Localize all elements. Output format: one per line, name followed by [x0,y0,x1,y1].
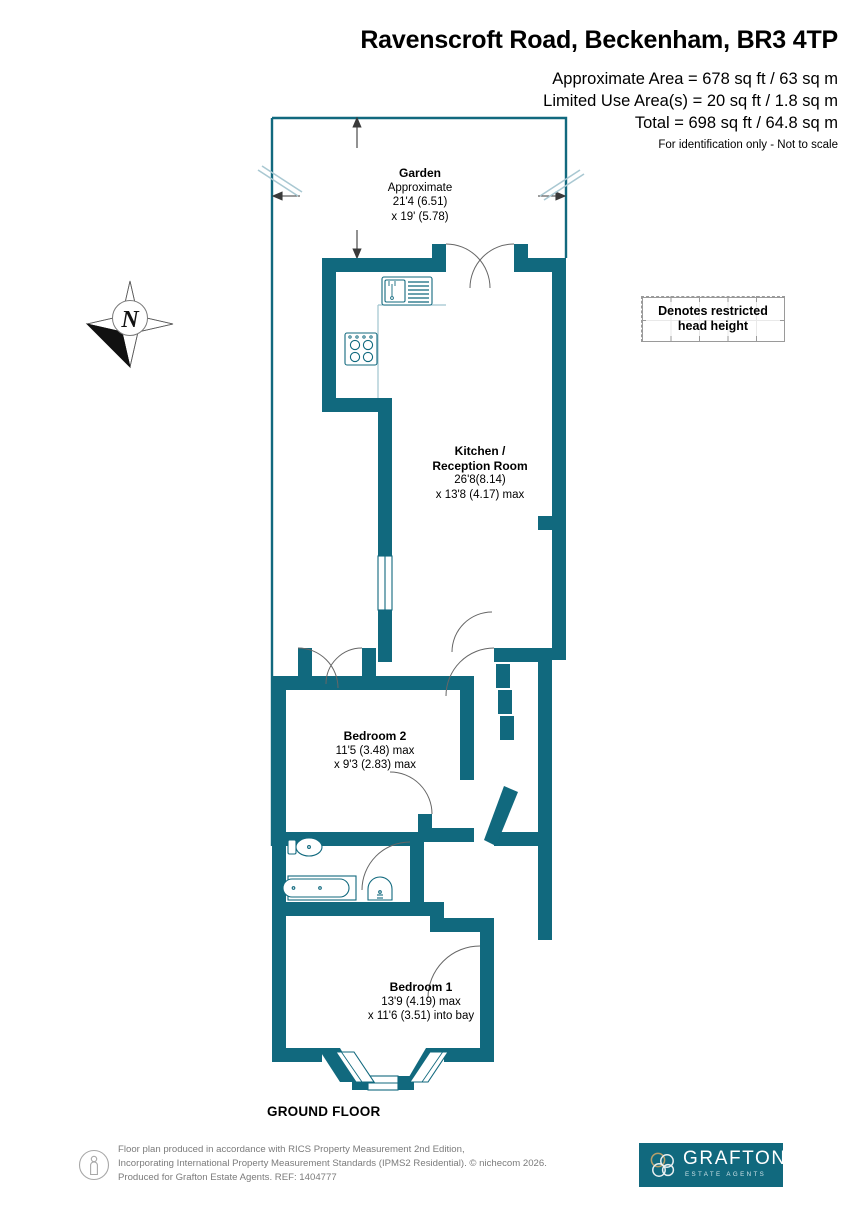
door-swing-bed2-hall [389,771,433,815]
limited-use-area-text: Limited Use Area(s) = 20 sq ft / 1.8 sq … [543,92,838,110]
kitchen-sink [381,276,433,306]
kitchen-hob [344,332,378,366]
kitchen-fixtures [344,276,446,398]
garden-name: Garden [398,166,441,180]
logo-brand-name: GRAFTON [683,1148,787,1169]
bedroom1-name: Bedroom 1 [389,980,453,994]
compass-rose: N [84,278,176,370]
bathroom-wc [287,837,323,857]
footer-line-1: Floor plan produced in accordance with R… [118,1144,465,1155]
garden-dimension-1: 21'4 (6.51) [392,196,448,208]
windows [367,555,399,1091]
door-swing-hall-kitchen [445,647,495,697]
garden-dimension-arrows [271,116,567,260]
bathroom-bathtub [282,875,357,901]
legend-label: Denotes restricted head height [658,304,768,334]
room-label-bedroom-2: Bedroom 2 11'5 (3.48) max x 9'3 (2.83) m… [297,729,453,773]
logo-tagline: ESTATE AGENTS [685,1171,767,1178]
logo-wordmark: GRAFTON ESTATE AGENTS [683,1148,787,1180]
legend-label-line2: head height [677,319,749,333]
bedroom2-dimension-1: 11'5 (3.48) max [335,744,415,757]
bedroom2-dimension-2: x 9'3 (2.83) max [333,759,417,771]
page-title: Ravenscroft Road, Beckenham, BR3 4TP [360,26,838,54]
total-area-text: Total = 698 sq ft / 64.8 sq m [634,114,838,132]
kitchen-draining-board [408,281,429,303]
legend-label-line1: Denotes restricted [658,304,768,318]
bedroom1-dimension-1: 13'9 (4.19) max [381,995,461,1008]
room-label-garden: Garden Approximate 21'4 (6.51) x 19' (5.… [335,166,505,224]
door-swings [297,243,515,999]
footer-disclaimer: Floor plan produced in accordance with R… [118,1143,678,1186]
restricted-head-height-legend: Denotes restricted head height [641,296,785,342]
interlocking-circles-logo-mark [650,1152,675,1177]
window-bay-left [334,1051,376,1083]
door-swing-french-left [445,243,491,289]
floor-label: GROUND FLOOR [267,1104,381,1119]
bedroom2-name: Bedroom 2 [343,729,407,743]
kitchen-sink-taps [388,281,396,300]
door-swing-french-right [469,243,515,289]
kitchen-dimension-2: x 13'8 (4.17) max [435,488,525,501]
bathroom-fixtures [282,837,393,901]
room-label-bedroom-1: Bedroom 1 13'9 (4.19) max x 11'6 (3.51) … [328,980,514,1024]
door-swing-bathroom [361,841,411,891]
compass-rose-icon: N [85,280,174,369]
building-walls [272,244,566,1090]
bathroom-basin [367,876,393,901]
kitchen-name-line1: Kitchen / [454,444,506,458]
kitchen-dimension-1: 26'8(8.14) [454,474,506,486]
garden-qualifier: Approximate [387,181,453,194]
bay-side-windows [334,1049,450,1083]
window-bay-right [408,1051,450,1083]
grafton-estate-agents-logo: GRAFTON ESTATE AGENTS [639,1143,787,1187]
kitchen-hob-controls [348,335,373,339]
scale-disclaimer-text: For identification only - Not to scale [658,139,838,151]
footer: Floor plan produced in accordance with R… [78,1143,778,1195]
approximate-area-text: Approximate Area = 678 sq ft / 63 sq m [552,70,838,88]
room-label-kitchen-reception-room: Kitchen / Reception Room 26'8(8.14) x 13… [395,444,565,502]
person-info-icon [78,1149,110,1181]
garden-dimension-2: x 19' (5.78) [391,210,449,223]
door-swing-kitchen-internal [451,611,493,653]
legend-background-mask [646,302,780,336]
door-swing-bed2-right [325,647,363,685]
footer-line-3: Produced for Grafton Estate Agents. REF:… [118,1172,337,1184]
footer-line-2: Incorporating International Property Mea… [118,1158,547,1170]
compass-north-label: N [120,307,140,333]
door-swing-bedroom1 [427,945,481,999]
garden-fence-break-marks [257,165,585,201]
door-swing-bed2-left [297,647,339,689]
bedroom1-dimension-2: x 11'6 (3.51) into bay [367,1010,475,1022]
area-summary: Approximate Area = 678 sq ft / 63 sq m L… [0,68,838,155]
kitchen-name-line2: Reception Room [432,458,528,473]
